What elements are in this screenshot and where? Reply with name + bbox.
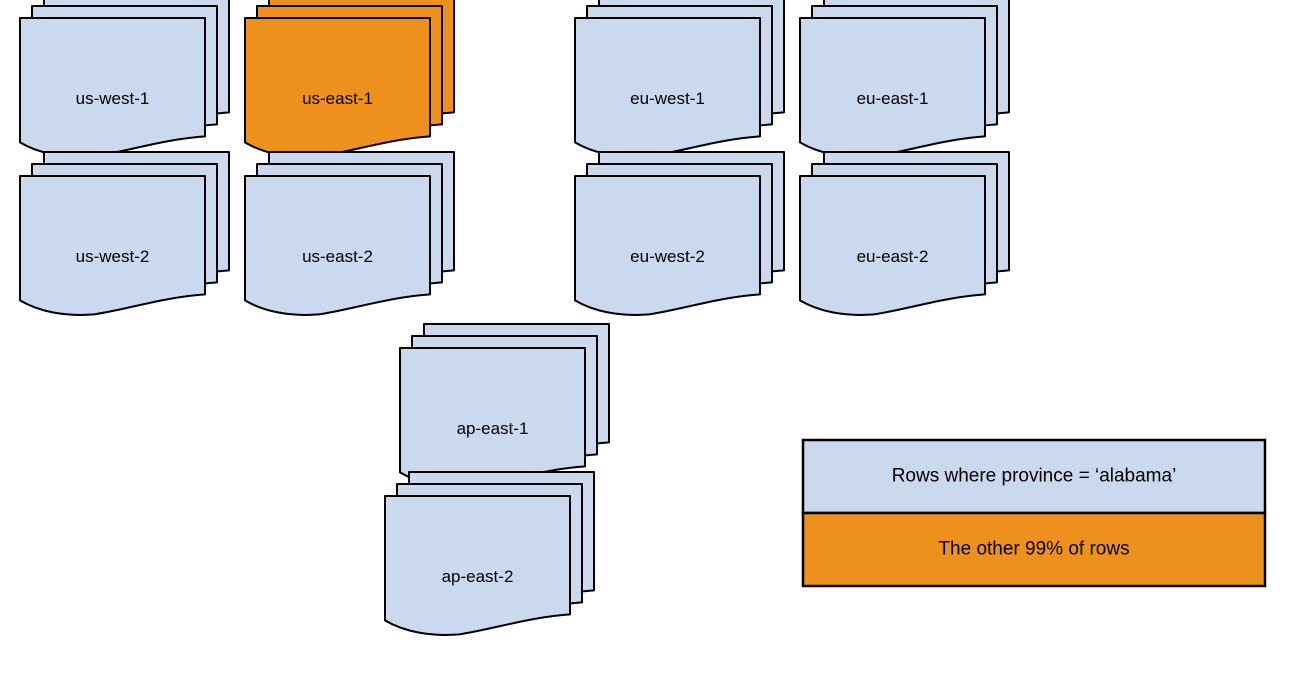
document-sheet-front [384,495,571,636]
document-stack-eu-west-2[interactable]: eu-west-2 [574,151,785,316]
document-stack-label: eu-east-2 [857,247,929,266]
document-sheet-front [574,17,761,158]
document-sheet-front [799,175,986,316]
document-stack-eu-west-1[interactable]: eu-west-1 [574,0,785,158]
legend-label-legend-blue: Rows where province = ‘alabama’ [892,466,1177,487]
legend-label-legend-orange: The other 99% of rows [938,539,1129,560]
document-sheet-front [799,17,986,158]
document-stack-label: ap-east-2 [442,567,514,586]
document-stack-eu-east-2[interactable]: eu-east-2 [799,151,1010,316]
document-sheet-front [244,17,431,158]
document-sheet-front [19,17,206,158]
document-stack-us-west-1[interactable]: us-west-1 [19,0,230,158]
document-stack-ap-east-2[interactable]: ap-east-2 [384,471,595,636]
document-stack-us-east-1[interactable]: us-east-1 [244,0,455,158]
document-sheet-front [399,347,586,488]
document-stack-label: us-west-1 [76,89,150,108]
document-sheet-front [574,175,761,316]
document-stack-ap-east-1[interactable]: ap-east-1 [399,323,610,488]
document-stack-us-east-2[interactable]: us-east-2 [244,151,455,316]
legend-swatch-legend-blue [801,438,1267,515]
document-stack-label: us-east-2 [302,247,373,266]
document-stack-label: eu-east-1 [857,89,929,108]
document-stack-eu-east-1[interactable]: eu-east-1 [799,0,1010,158]
document-stack-label: eu-west-2 [630,247,705,266]
legend-layer: Rows where province = ‘alabama’ The other… [801,438,1267,588]
document-stack-label: us-east-1 [302,89,373,108]
document-stack-label: eu-west-1 [630,89,705,108]
legend-swatch-legend-orange [801,511,1267,588]
document-stack-us-west-2[interactable]: us-west-2 [19,151,230,316]
document-sheet-front [19,175,206,316]
document-stack-label: us-west-2 [76,247,150,266]
document-stack-label: ap-east-1 [457,419,529,438]
document-sheet-front [244,175,431,316]
document-groups-layer: us-west-1 us-east-1 eu-west-1 eu-east-1 us-w… [19,0,1010,636]
